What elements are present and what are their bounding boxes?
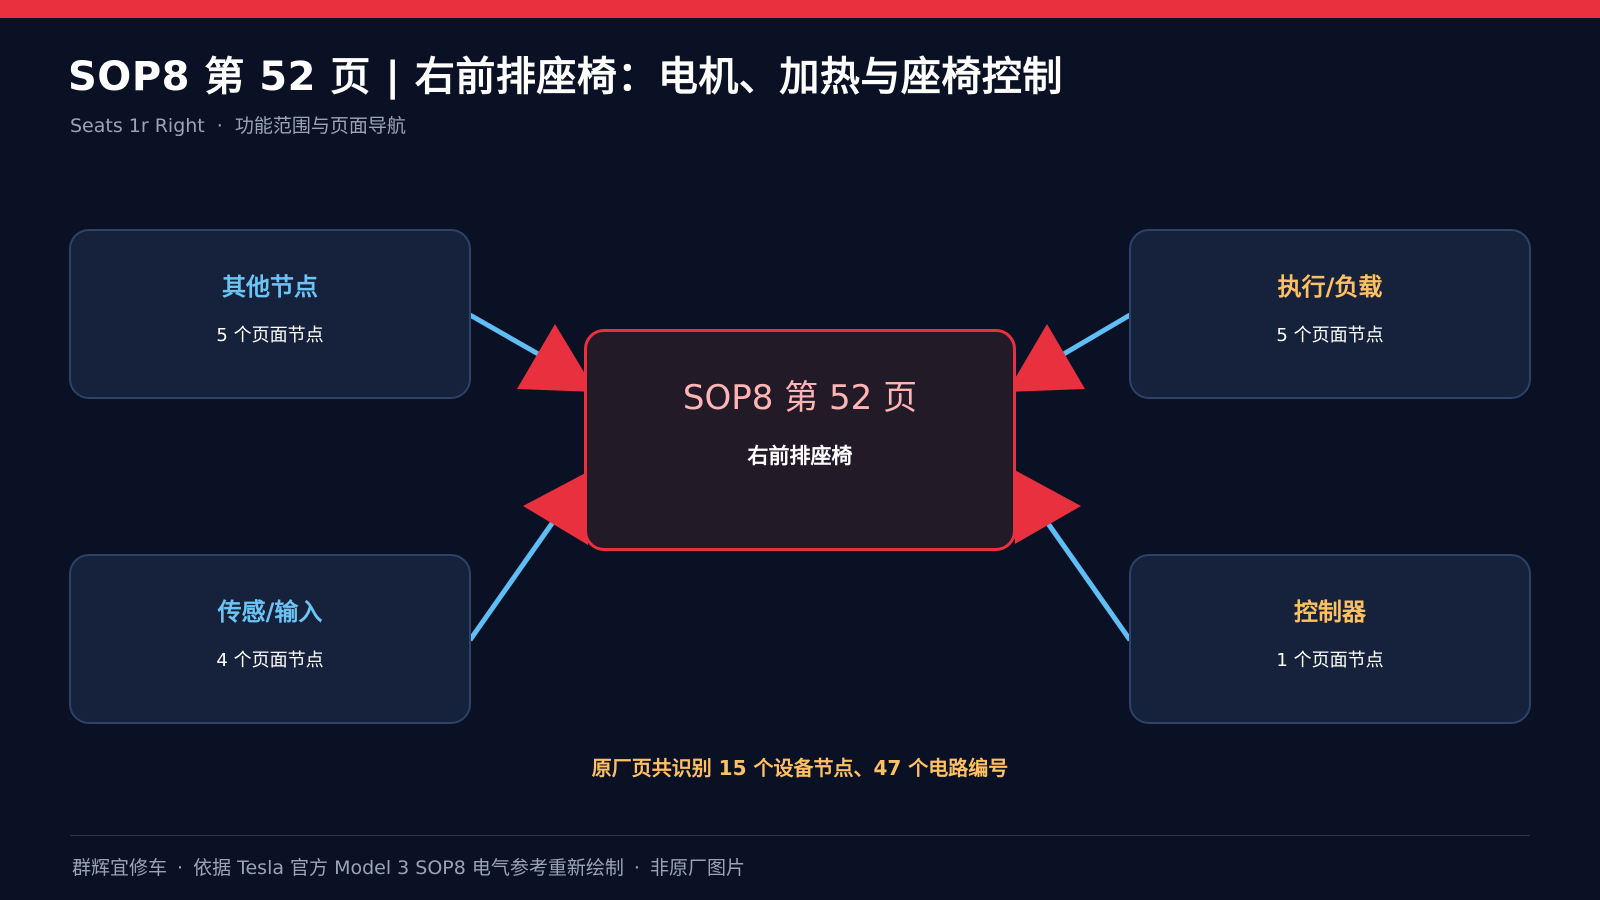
- arrowhead-other-nodes: [517, 324, 596, 392]
- center-node-title: SOP8 第 52 页: [682, 378, 918, 418]
- footer-separator: ·: [633, 857, 640, 879]
- node-other-nodes[interactable]: 其他节点 5 个页面节点: [69, 229, 471, 399]
- node-count: 4 个页面节点: [216, 650, 324, 671]
- node-sensors-inputs[interactable]: 传感/输入 4 个页面节点: [69, 554, 471, 724]
- page-subtitle: Seats 1r Right · 功能范围与页面导航: [70, 111, 406, 138]
- link-actuators-loads: [1060, 312, 1132, 358]
- node-title: 传感/输入: [217, 598, 323, 626]
- node-controllers[interactable]: 控制器 1 个页面节点: [1129, 554, 1531, 724]
- arrowhead-controllers: [1011, 468, 1081, 544]
- footer-disclaimer: 非原厂图片: [649, 857, 745, 879]
- footer-separator: ·: [177, 857, 184, 879]
- node-count: 1 个页面节点: [1276, 650, 1384, 671]
- link-sensors-inputs: [467, 520, 556, 642]
- node-actuators-loads[interactable]: 执行/负载 5 个页面节点: [1129, 229, 1531, 399]
- node-title: 控制器: [1294, 598, 1366, 626]
- node-title: 执行/负载: [1277, 273, 1383, 301]
- footer-divider: [70, 835, 1530, 836]
- footer-source: 依据 Tesla 官方 Model 3 SOP8 电气参考重新绘制: [193, 857, 624, 879]
- page-title: SOP8 第 52 页 | 右前排座椅：电机、加热与座椅控制: [68, 54, 1063, 100]
- subtitle-separator: ·: [216, 115, 223, 137]
- link-other-nodes: [468, 312, 542, 358]
- arrowhead-actuators-loads: [1007, 324, 1085, 392]
- node-title: 其他节点: [222, 273, 318, 301]
- summary-text: 原厂页共识别 15 个设备节点、47 个电路编号: [591, 756, 1009, 780]
- top-accent-bar: [0, 0, 1600, 18]
- node-count: 5 个页面节点: [1276, 325, 1384, 346]
- arrowhead-sensors-inputs: [523, 469, 593, 545]
- node-count: 5 个页面节点: [216, 325, 324, 346]
- center-node-page[interactable]: SOP8 第 52 页 右前排座椅: [584, 329, 1016, 551]
- center-node-subtitle: 右前排座椅: [747, 444, 853, 468]
- subtitle-english: Seats 1r Right: [70, 115, 205, 137]
- subtitle-chinese: 功能范围与页面导航: [234, 115, 406, 137]
- footer-brand: 群辉宜修车: [72, 857, 168, 879]
- link-controllers: [1044, 520, 1133, 642]
- footer: 群辉宜修车 · 依据 Tesla 官方 Model 3 SOP8 电气参考重新绘制 ·…: [72, 853, 745, 880]
